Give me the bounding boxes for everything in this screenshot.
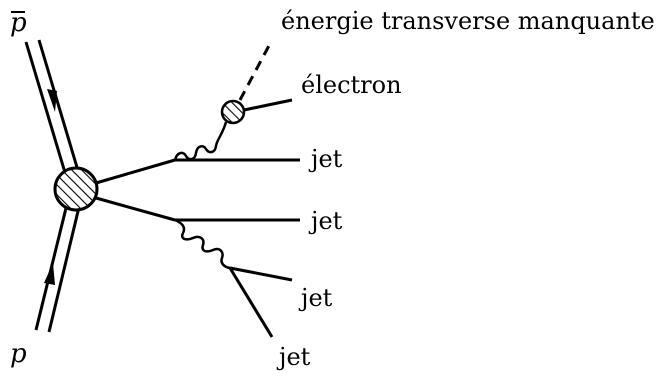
jet-label-2: jet xyxy=(308,207,343,235)
antiproton-label: p xyxy=(10,8,27,38)
antiproton-symbol: p xyxy=(10,8,27,38)
missing-energy-line xyxy=(238,39,274,101)
antiproton-arrow xyxy=(47,89,57,112)
electron-label: électron xyxy=(301,71,402,99)
proton-label: p xyxy=(10,339,27,369)
jet-line-3 xyxy=(229,266,293,282)
hard-scatter-blob xyxy=(53,166,99,212)
jet-line-4 xyxy=(228,267,274,338)
gluon-line xyxy=(174,218,231,270)
electron-line xyxy=(243,98,293,112)
w-decay-blob xyxy=(220,99,246,125)
missing-energy-label: énergie transverse manquante xyxy=(281,7,655,35)
jet-label-1: jet xyxy=(308,145,343,173)
proton-arrow xyxy=(44,263,55,285)
upper-parton-line xyxy=(95,158,176,185)
lower-parton-line xyxy=(95,196,176,222)
jet-label-4: jet xyxy=(276,343,311,371)
w-boson-line xyxy=(173,121,228,161)
jet-label-3: jet xyxy=(298,284,333,312)
proton-line xyxy=(34,199,82,333)
antiproton-line xyxy=(24,39,81,177)
